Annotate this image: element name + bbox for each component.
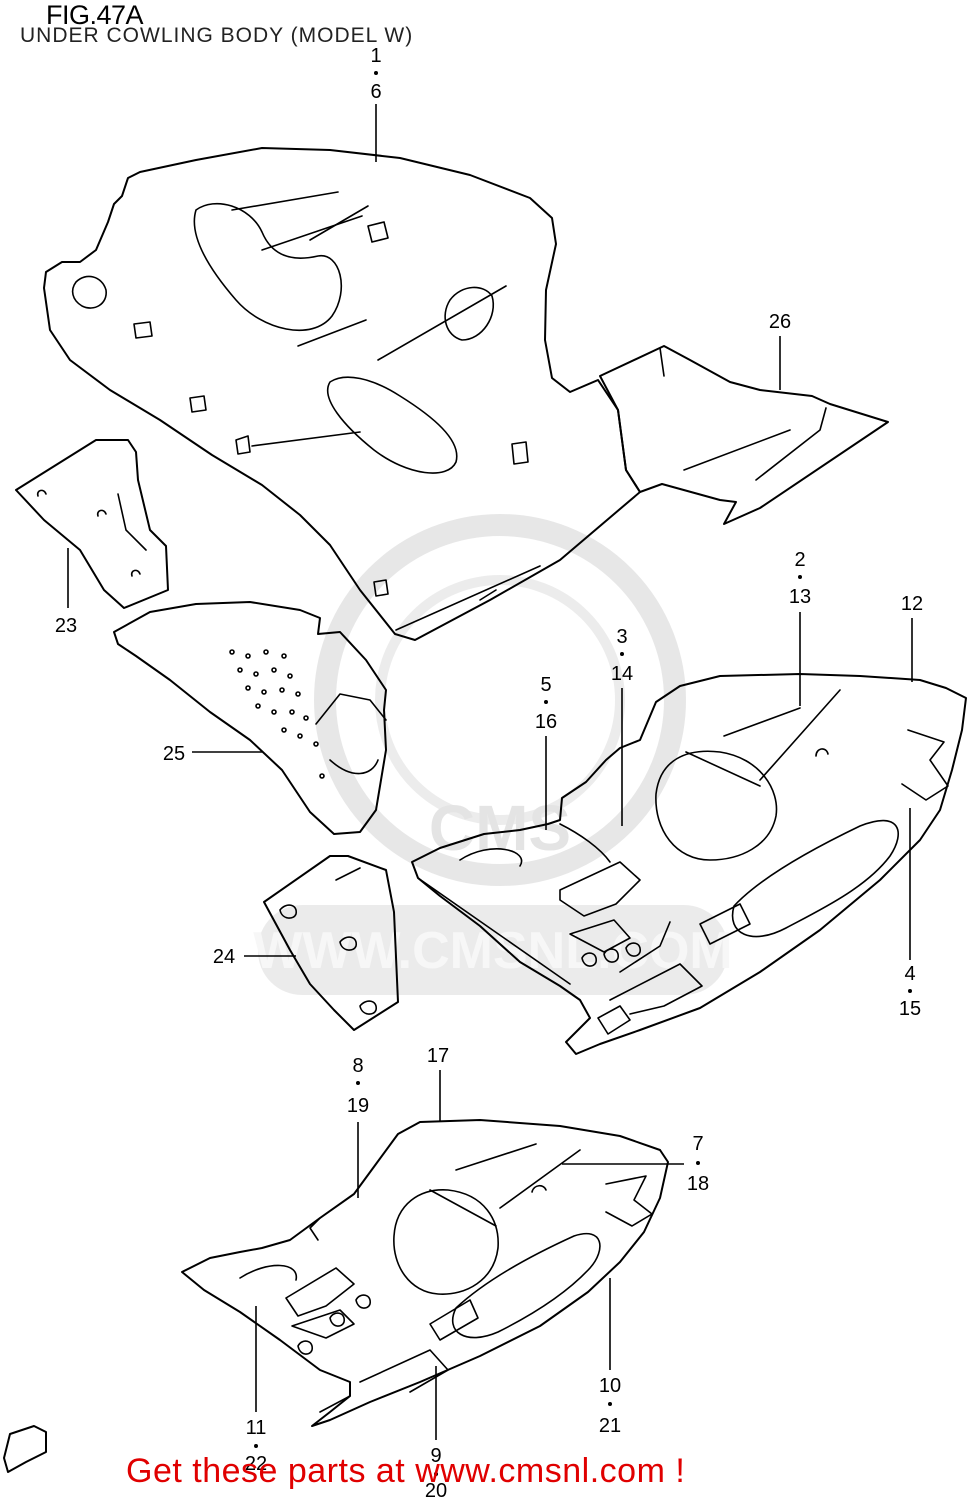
callout-22: 22 [245, 1453, 267, 1475]
watermark-logo-inner [375, 575, 625, 825]
watermark-banner [258, 905, 728, 995]
callout-19: 19 [347, 1095, 369, 1117]
callout-13: 13 [789, 586, 811, 608]
part-lower-cowling-bottom [181, 1119, 669, 1427]
callout-5: 5 [540, 674, 551, 696]
figure-number: FIG.47A [46, 0, 144, 30]
watermark: CMS WWW.CMSNL.COM [253, 514, 733, 995]
callout-26: 26 [769, 311, 791, 333]
callout-23: 23 [55, 615, 77, 637]
figure-title: UNDER COWLING BODY (MODEL W) [20, 24, 414, 47]
fwd-arrow-icon: FWD [3, 1425, 47, 1473]
callout-12: 12 [901, 593, 923, 615]
callout-24: 24 [213, 946, 235, 968]
callout-8: 8 [352, 1055, 363, 1077]
part-upper-cowling [43, 147, 641, 641]
callout-2: 2 [794, 549, 805, 571]
callout-17: 17 [427, 1045, 449, 1067]
callout-16: 16 [535, 711, 557, 733]
callout-11: 11 [246, 1417, 267, 1439]
watermark-logo-ring [314, 514, 686, 886]
callout-4: 4 [904, 963, 915, 985]
callout-9: 9 [430, 1445, 441, 1467]
callout-15: 15 [899, 998, 921, 1020]
footer-parts-link[interactable]: Get these parts at www.cmsnl.com ! [126, 1452, 686, 1490]
callout-25: 25 [163, 743, 185, 765]
callout-labels: 1 6 26 23 2 13 12 3 14 5 16 25 4 15 24 8… [55, 45, 923, 1500]
watermark-logo-text: CMS [429, 792, 571, 864]
callout-20: 20 [425, 1480, 447, 1500]
leader-lines [67, 104, 913, 1440]
callout-10: 10 [599, 1375, 621, 1397]
part-lower-cowling-middle [411, 673, 967, 1055]
callout-3: 3 [616, 626, 627, 648]
callout-21: 21 [599, 1415, 621, 1437]
part-24-panel [263, 855, 399, 1031]
part-25-panel [113, 601, 387, 835]
part-26-bracket [599, 345, 889, 525]
callout-7: 7 [692, 1133, 703, 1155]
callout-6: 6 [370, 81, 381, 103]
callout-14: 14 [611, 663, 633, 685]
callout-18: 18 [687, 1173, 709, 1195]
callout-1: 1 [370, 45, 381, 67]
part-23-panel [15, 439, 169, 609]
